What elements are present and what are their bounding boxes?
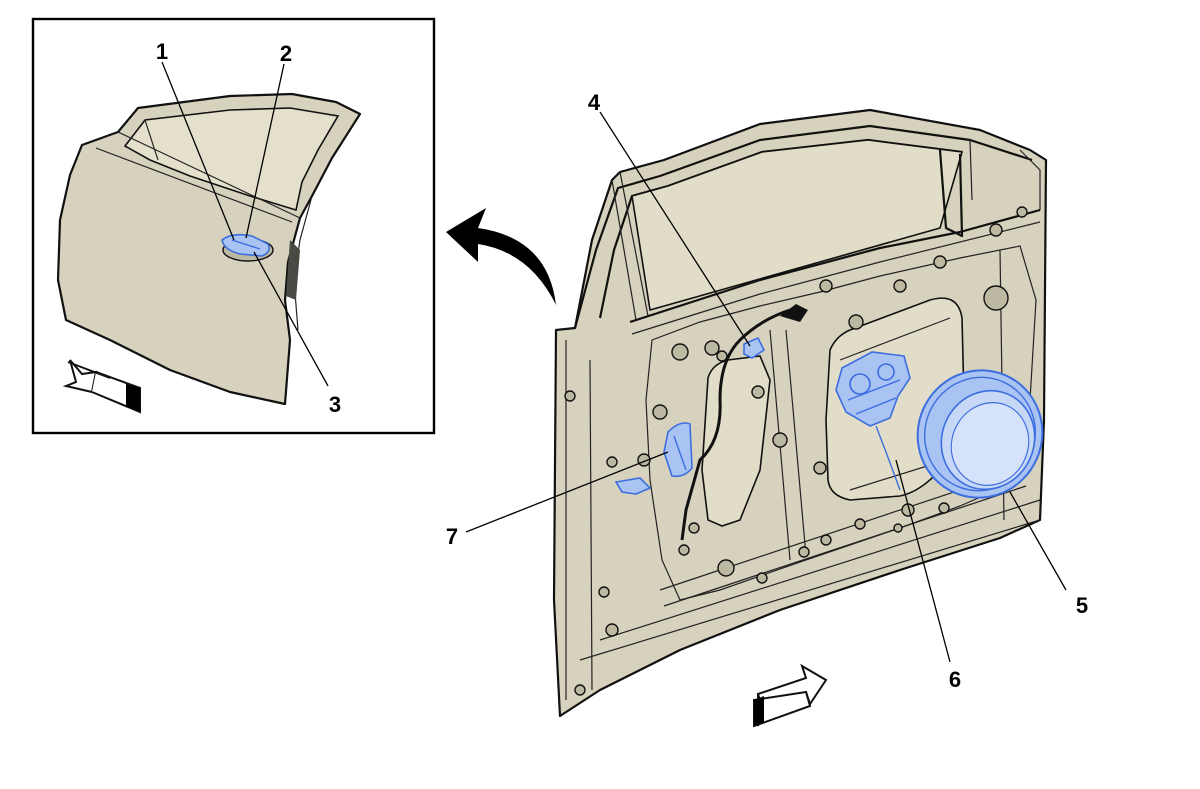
leader-line-3	[253, 251, 329, 387]
callout-1: 1	[156, 39, 168, 64]
regulator-motor-highlight	[835, 351, 911, 491]
callout-7: 7	[446, 524, 458, 549]
outer-door-skin	[56, 92, 362, 406]
callout-2: 2	[280, 41, 292, 66]
callout-6: 6	[949, 667, 961, 692]
latch-switch-highlight	[663, 422, 693, 478]
view-transition-arrow-icon	[446, 208, 556, 305]
inset-detail-view: 1 2 3	[31, 17, 436, 435]
leader-line-2	[245, 63, 285, 239]
connector-highlight	[743, 336, 766, 359]
leader-line-5	[1009, 491, 1067, 591]
leader-line-7	[465, 451, 669, 533]
latch-cable-highlight	[614, 477, 652, 495]
leader-line-6	[895, 459, 951, 663]
callout-5: 5	[1076, 593, 1088, 618]
front-direction-arrow-icon	[62, 359, 141, 414]
callout-3: 3	[329, 392, 341, 417]
door-inner-view	[552, 108, 1048, 728]
front-direction-arrow-icon	[753, 663, 828, 728]
speaker-highlight	[916, 369, 1044, 499]
callout-4: 4	[588, 90, 601, 115]
leader-line-4	[599, 111, 751, 347]
leader-line-1	[161, 61, 235, 241]
